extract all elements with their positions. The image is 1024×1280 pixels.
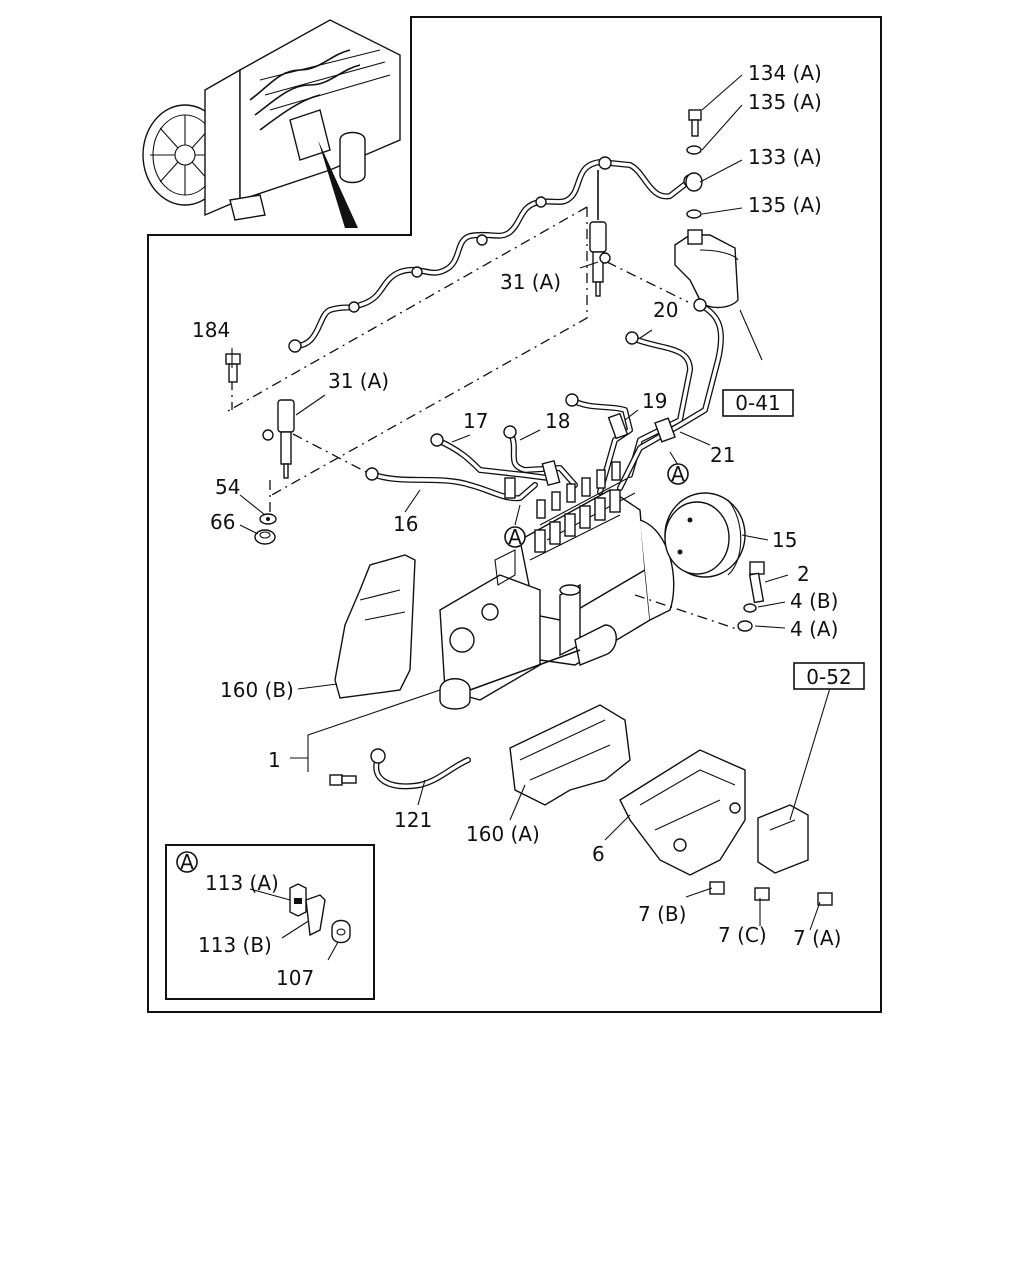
seal-washers (254, 513, 277, 545)
svg-text:A: A (180, 850, 194, 874)
label-113b: 113 (B) (198, 933, 272, 957)
bolt-184 (225, 353, 241, 383)
leak-off-pipe-121 (329, 748, 471, 790)
label-121: 121 (394, 808, 432, 832)
marker-a-upper: A (667, 462, 689, 486)
marker-a-lower: A (504, 525, 526, 549)
label-184: 184 (192, 318, 230, 342)
injector-upper (589, 221, 611, 297)
label-135a-bottom: 135 (A) (748, 193, 822, 217)
label-135a-top: 135 (A) (748, 90, 822, 114)
fuel-return-pipe (288, 156, 697, 353)
injection-pipes-lower (365, 425, 578, 502)
guide-line-mid (269, 207, 588, 497)
label-160b: 160 (B) (220, 678, 294, 702)
label-18: 18 (545, 409, 570, 433)
injector-lower (262, 399, 295, 479)
injection-pump (439, 461, 675, 710)
label-54: 54 (215, 475, 240, 499)
label-17: 17 (463, 409, 488, 433)
label-133a: 133 (A) (748, 145, 822, 169)
ref-box-0-52[interactable] (793, 662, 865, 690)
label-31a-lower: 31 (A) (328, 369, 389, 393)
label-134a: 134 (A) (748, 61, 822, 85)
label-7b: 7 (B) (638, 902, 686, 926)
cover-160a (509, 704, 631, 806)
label-113a: 113 (A) (205, 871, 279, 895)
label-16: 16 (393, 512, 418, 536)
label-66: 66 (210, 510, 235, 534)
timer-coupling (664, 492, 746, 578)
label-6: 6 (592, 842, 605, 866)
label-4a: 4 (A) (790, 617, 838, 641)
label-1: 1 (268, 748, 281, 772)
leader-lines (231, 74, 831, 961)
label-20: 20 (653, 298, 678, 322)
label-7c: 7 (C) (718, 923, 767, 947)
fuel-filter-assembly (674, 109, 739, 309)
label-15: 15 (772, 528, 797, 552)
label-19: 19 (642, 389, 667, 413)
bolt-2-and-washers (634, 561, 765, 632)
label-31a-upper: 31 (A) (500, 270, 561, 294)
svg-text:A: A (508, 525, 522, 549)
bracket-6 (619, 749, 833, 906)
label-160a: 160 (A) (466, 822, 540, 846)
label-7a: 7 (A) (793, 926, 841, 950)
label-21: 21 (710, 443, 735, 467)
label-ref-0-41: 0-41 (735, 391, 780, 415)
cover-160b (334, 554, 416, 699)
engine-inset-frame (148, 17, 412, 236)
svg-text:A: A (671, 462, 685, 486)
ref-box-0-41[interactable] (722, 389, 794, 417)
label-4b: 4 (B) (790, 589, 838, 613)
engine-overview-inset (142, 19, 401, 228)
injection-pipes-upper (565, 298, 724, 495)
label-ref-0-52: 0-52 (806, 665, 851, 689)
label-2: 2 (797, 562, 810, 586)
label-107: 107 (276, 966, 314, 990)
mount-0-52 (757, 804, 809, 874)
guide-line-upper (227, 206, 588, 412)
guide-line-injector-upper (606, 261, 689, 303)
guide-line-injector-lower (292, 433, 371, 475)
detail-a-inset: A (165, 844, 375, 1000)
